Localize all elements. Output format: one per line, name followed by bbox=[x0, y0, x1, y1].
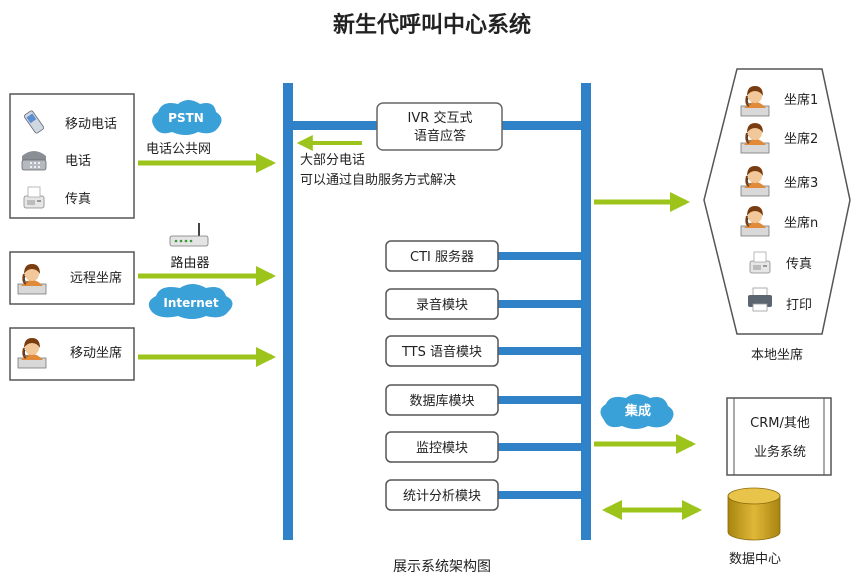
crm-line1: CRM/其他 bbox=[750, 416, 810, 431]
router-icon bbox=[169, 223, 209, 247]
ivr-note1: 大部分电话 bbox=[300, 153, 365, 168]
internet-cloud-label: Internet bbox=[163, 296, 218, 310]
module-box: CTI 服务器 bbox=[385, 240, 499, 272]
seat2-label: 坐席2 bbox=[784, 131, 818, 147]
pstn-cloud: PSTN bbox=[152, 100, 222, 135]
pstn-label: 电话公共网 bbox=[146, 142, 211, 157]
module-label: 统计分析模块 bbox=[403, 489, 481, 504]
module-box: TTS 语音模块 bbox=[385, 335, 499, 367]
crm-line2: 业务系统 bbox=[754, 444, 806, 460]
local-fax-label: 传真 bbox=[786, 257, 812, 272]
database-icon bbox=[727, 487, 781, 541]
module-box: 录音模块 bbox=[385, 288, 499, 320]
local-seats-label: 本地坐席 bbox=[751, 347, 803, 363]
seat-n-label: 坐席n bbox=[784, 215, 818, 231]
diagram-caption: 展示系统架构图 bbox=[393, 559, 491, 575]
right-bus-bar bbox=[581, 83, 591, 540]
module-label: TTS 语音模块 bbox=[401, 344, 482, 360]
ivr-note2: 可以通过自助服务方式解决 bbox=[300, 172, 456, 188]
ivr-box: IVR 交互式 语音应答 bbox=[376, 102, 503, 151]
datacenter-label: 数据中心 bbox=[729, 552, 781, 567]
integration-cloud-label: 集成 bbox=[624, 403, 651, 419]
printer-label: 打印 bbox=[786, 298, 812, 313]
printer-icon bbox=[748, 287, 772, 312]
module-connectors bbox=[498, 252, 581, 499]
mobile-seat-group: 移动坐席 bbox=[9, 327, 135, 381]
ivr-line1: IVR 交互式 bbox=[408, 110, 473, 126]
fax-label: 传真 bbox=[65, 192, 91, 207]
left-bus-bar bbox=[283, 83, 293, 540]
mobile-seat-label: 移动坐席 bbox=[70, 345, 122, 361]
remote-seat-label: 远程坐席 bbox=[70, 270, 122, 286]
ivr-connector-right bbox=[502, 121, 581, 130]
module-label: CTI 服务器 bbox=[410, 249, 474, 265]
module-box: 统计分析模块 bbox=[385, 479, 499, 511]
remote-seat-group: 远程坐席 bbox=[9, 251, 135, 305]
module-box: 数据库模块 bbox=[385, 384, 499, 416]
phone-label: 电话 bbox=[65, 154, 91, 169]
module-label: 数据库模块 bbox=[409, 393, 474, 409]
local-seats-group: 坐席1 坐席2 坐席3 坐席n 传真 打印 bbox=[703, 68, 851, 335]
module-box: 监控模块 bbox=[385, 431, 499, 463]
phone-icon bbox=[21, 151, 47, 171]
integration-cloud: 集成 bbox=[600, 394, 674, 429]
crm-box: CRM/其他 业务系统 bbox=[726, 397, 832, 476]
mobile-phone-icon bbox=[23, 110, 45, 134]
pstn-cloud-label: PSTN bbox=[168, 111, 204, 125]
page-title: 新生代呼叫中心系统 bbox=[333, 12, 531, 38]
module-label: 录音模块 bbox=[416, 297, 468, 313]
ivr-connector-left bbox=[293, 121, 377, 130]
internet-cloud: Internet bbox=[148, 284, 233, 319]
ivr-line2: 语音应答 bbox=[414, 128, 466, 144]
mobile-phone-label: 移动电话 bbox=[65, 117, 117, 132]
router-label: 路由器 bbox=[170, 255, 209, 271]
seat3-label: 坐席3 bbox=[784, 175, 818, 191]
module-label: 监控模块 bbox=[416, 441, 468, 456]
module-list: CTI 服务器 录音模块 TTS 语音模块 数据库模块 监控模块 统计分析模块 bbox=[385, 240, 499, 511]
seat1-label: 坐席1 bbox=[784, 92, 818, 108]
phones-group: 移动电话 电话 传真 bbox=[9, 93, 135, 219]
